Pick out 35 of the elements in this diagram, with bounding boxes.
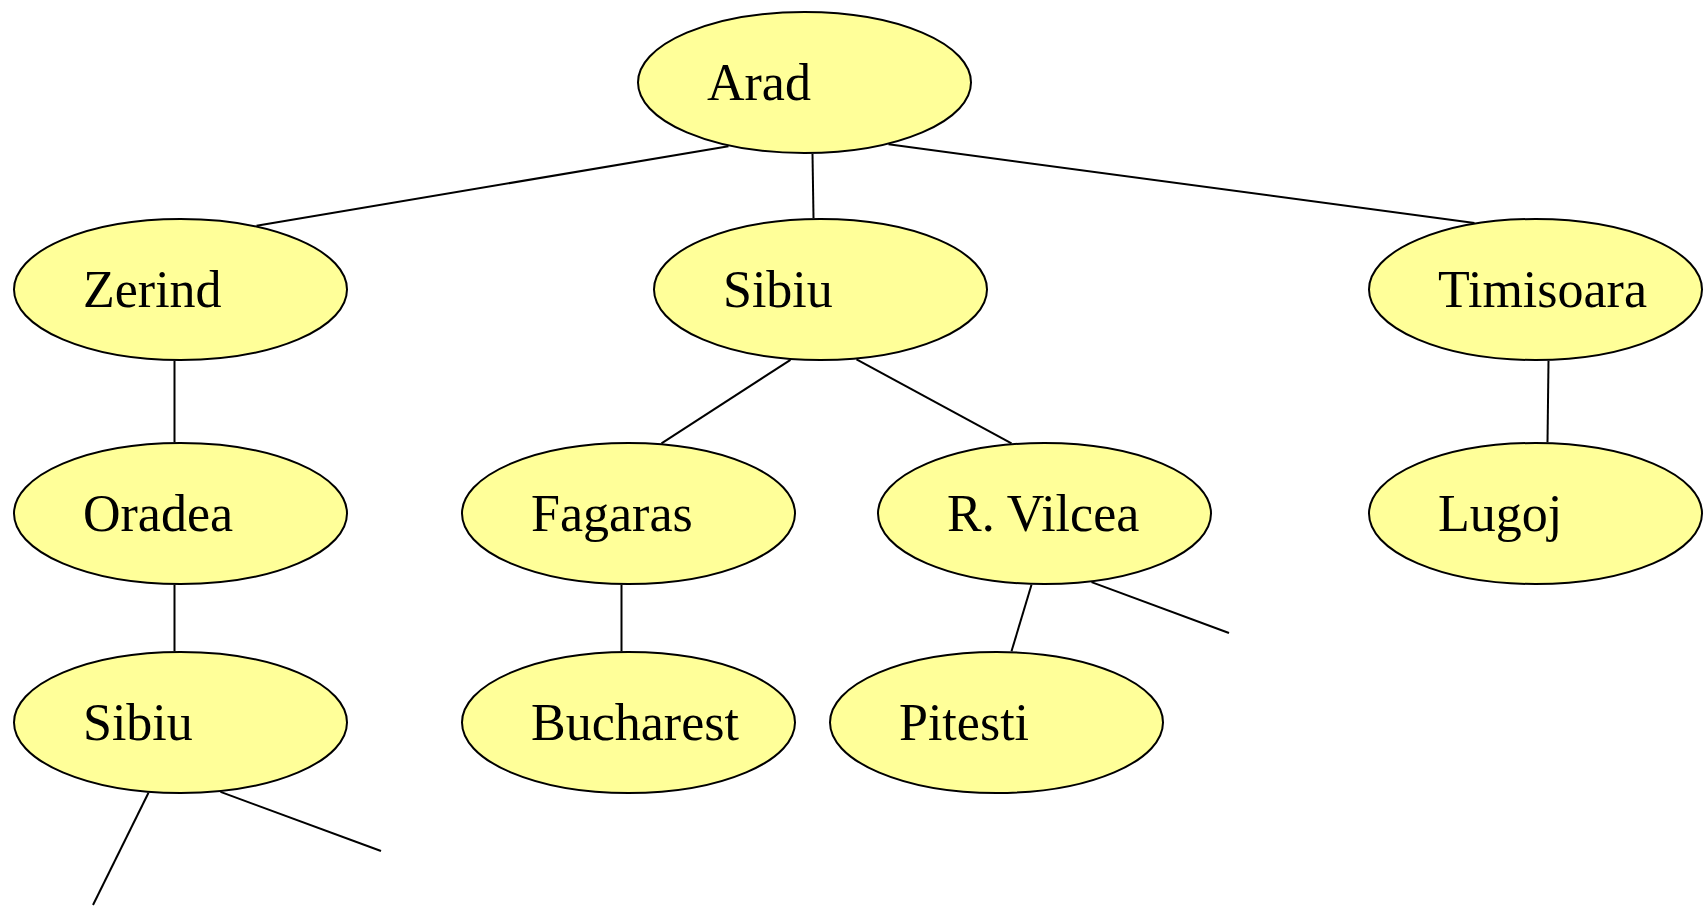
city-name: Arad <box>707 53 811 112</box>
city-ellipse <box>1368 442 1703 585</box>
city-ellipse <box>461 442 796 585</box>
city-ellipse <box>13 442 348 585</box>
city-ellipse <box>877 442 1212 585</box>
city-name: Sibiu <box>723 260 833 319</box>
city-ellipse <box>829 651 1164 794</box>
city-ellipse <box>653 218 988 361</box>
city-ellipse <box>637 11 972 154</box>
connector-line <box>660 358 792 445</box>
connector-line <box>219 790 382 852</box>
connector-line <box>173 583 176 653</box>
city-name: Fagaras <box>531 484 693 543</box>
connector-line <box>1546 359 1550 444</box>
city-name: Sibiu <box>83 693 193 752</box>
city-name: R. Vilcea <box>947 484 1140 543</box>
connector-line <box>1090 581 1230 634</box>
city-name: Bucharest <box>531 693 739 752</box>
city-name: Zerind <box>83 260 222 319</box>
connector-line <box>92 791 150 906</box>
city-ellipse <box>13 218 348 361</box>
connector-line <box>855 358 1013 445</box>
connector-line <box>173 359 176 444</box>
city-name: Oradea <box>83 484 234 543</box>
city-name: Lugoj <box>1438 484 1563 543</box>
connector-line <box>620 583 623 653</box>
connector-line <box>811 152 815 220</box>
city-ellipse <box>1368 218 1703 361</box>
connector-line <box>1010 583 1033 653</box>
city-name: Pitesti <box>899 693 1030 752</box>
connector-line <box>887 143 1476 224</box>
city-name: Timisoara <box>1438 260 1647 319</box>
city-ellipse <box>461 651 796 794</box>
city-ellipse <box>13 651 348 794</box>
connector-line <box>255 145 730 227</box>
